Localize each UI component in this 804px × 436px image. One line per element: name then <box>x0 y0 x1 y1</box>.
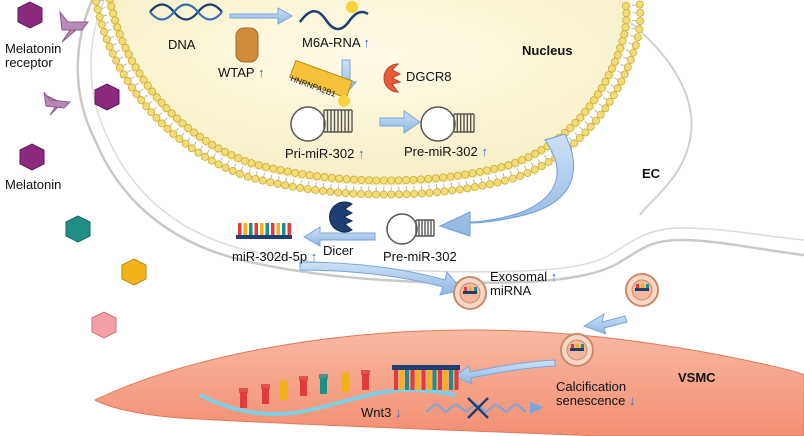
mir-302d-5p-duplex <box>236 223 292 239</box>
melatonin-hexagon <box>17 1 43 29</box>
pre-mir-302-cyto-hairpin <box>386 213 435 245</box>
ec-label: EC <box>642 166 661 181</box>
pre-mir-302-nuclear-hairpin <box>420 106 475 142</box>
ec-membrane-lip <box>599 0 693 216</box>
exosomal-mirna-label: Exosomal ↑ miRNA <box>490 269 558 299</box>
mir-302d-5p-label: miR-302d-5p ↑ <box>232 249 318 264</box>
pre-mir-302-cyto-label: Pre-miR-302 <box>383 249 457 264</box>
m6a-rna-strand <box>298 10 369 31</box>
calcification-senescence-label: Calcification senescence ↓ <box>556 379 636 409</box>
melatonin-receptor-icon <box>43 91 72 109</box>
exosome <box>625 273 659 307</box>
m6a-methyl-mark <box>346 1 358 13</box>
exosome-uptake-arrow <box>582 312 628 335</box>
exosomes <box>453 273 659 367</box>
inhibition-zigzag <box>425 402 527 414</box>
melatonin-hexagon <box>91 311 117 339</box>
melatonin-receptors <box>43 10 89 116</box>
melatonin-hexagon <box>121 258 147 286</box>
nucleus-label: Nucleus <box>522 43 573 58</box>
pri-to-pre-arrow <box>379 110 421 134</box>
pre-mir-302-nuclear-label: Pre-miR-302 ↑ <box>404 144 488 159</box>
wtap-protein <box>235 27 259 63</box>
melatonin-hexagon <box>19 143 45 171</box>
hnrnpa2b1-protein <box>289 59 353 99</box>
melatonin-receptor-label: Melatonin receptor <box>5 41 62 71</box>
ec-cell-membrane-inner <box>90 0 804 273</box>
exosome <box>560 333 594 367</box>
vsmc-label: VSMC <box>678 370 716 385</box>
dgcr8-protein <box>383 63 402 93</box>
melatonin-receptor-icon <box>59 10 89 31</box>
dna-helix <box>149 3 223 21</box>
pri-mir-302-hairpin <box>290 106 353 142</box>
dicer-label: Dicer <box>323 243 354 258</box>
lipid-bilayer-outer <box>92 0 645 199</box>
wnt3-mrna-strand <box>199 387 456 416</box>
dgcr8-label: DGCR8 <box>406 69 452 84</box>
transcription-arrow <box>229 7 294 25</box>
exosome <box>453 276 487 310</box>
wtap-label: WTAP ↑ <box>218 65 265 80</box>
melatonin-label: Melatonin <box>5 177 62 192</box>
dicer-protein <box>329 201 354 233</box>
mir-binding-arrow <box>454 359 556 385</box>
melatonin-hexagon <box>94 83 120 111</box>
bound-mirna-duplex <box>392 365 460 390</box>
wnt3-label: Wnt3 ↓ <box>361 405 402 420</box>
m6a-rna-label: M6A-RNA ↑ <box>302 35 370 50</box>
inhibition-arrowhead <box>530 402 544 414</box>
dna-label: DNA <box>168 37 196 52</box>
hnrnpa2b1-binding-mark <box>338 95 350 107</box>
melatonin-molecules <box>17 1 147 339</box>
pri-mir-302-label: Pri-miR-302 ↑ <box>285 146 365 161</box>
inhibition-cross-icon <box>467 397 489 419</box>
vsmc-mirna-bars <box>239 370 370 408</box>
nuclear-export-arrow <box>438 133 574 237</box>
mir-to-exosome-arrow <box>299 261 463 296</box>
dicer-cleavage-arrow <box>303 226 376 247</box>
melatonin-hexagon <box>65 215 91 243</box>
lipid-bilayer-inner <box>106 0 631 185</box>
